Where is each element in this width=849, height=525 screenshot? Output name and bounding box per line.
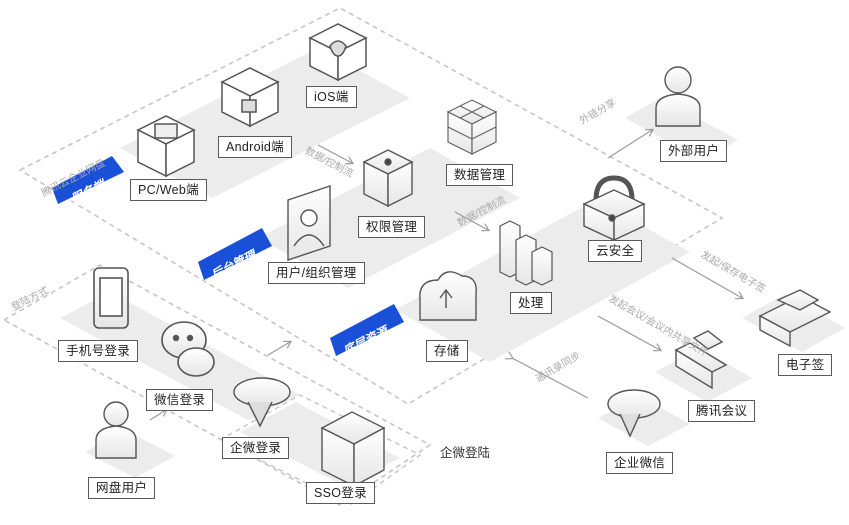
meeting-blocks-icon <box>674 330 728 390</box>
android-box-icon <box>220 67 280 128</box>
tag-service-bg <box>52 156 124 204</box>
process-bars-icon <box>499 220 553 286</box>
tencent-meeting-label: 腾讯会议 <box>688 400 756 422</box>
external-user-person-icon <box>655 66 701 127</box>
sso-key-icon <box>320 411 386 488</box>
perm-mgmt-cube-icon <box>362 149 414 208</box>
user-org-panel-icon <box>287 185 331 261</box>
wecom-login-label: 企微登录 <box>222 437 290 459</box>
android-label: Android端 <box>218 136 292 158</box>
connectors <box>149 130 742 421</box>
smartphone-icon <box>93 267 129 329</box>
wechat-bubbles-icon <box>161 321 215 377</box>
data-mgmt-label: 数据管理 <box>446 164 514 186</box>
pcweb-label: PC/Web端 <box>130 179 207 201</box>
wecom-login-icon <box>233 377 291 428</box>
storage-cloud-icon <box>419 271 477 321</box>
ios-box-icon <box>308 23 368 82</box>
netdisk-user-label: 网盘用户 <box>88 477 156 499</box>
sso-login-label: SSO登录 <box>306 482 375 504</box>
tag-backend-bg <box>198 228 272 280</box>
enterprise-netdisk-zone <box>18 7 724 405</box>
wechat-login-label: 微信登录 <box>146 389 214 411</box>
process-label: 处理 <box>510 292 552 314</box>
esign-stamp-icon <box>758 289 832 348</box>
wecom-icon <box>607 389 661 438</box>
pcweb-box-icon <box>136 115 196 178</box>
wecom-label: 企业微信 <box>606 452 674 474</box>
storage-label: 存储 <box>426 340 468 362</box>
data-mgmt-cube-icon <box>446 99 498 155</box>
ios-label: iOS端 <box>306 86 357 108</box>
phone-login-label: 手机号登录 <box>58 340 139 362</box>
esign-label: 电子签 <box>778 354 833 376</box>
perm-mgmt-label: 权限管理 <box>358 216 426 238</box>
external-user-label: 外部用户 <box>660 140 728 162</box>
cloud-sec-label: 云安全 <box>588 240 643 262</box>
user-org-label: 用户/组织管理 <box>268 262 365 284</box>
wecom-login-zone-label: 企微登陆 <box>440 446 491 460</box>
tag-infra-bg <box>330 304 404 356</box>
cloud-sec-padlock-icon <box>582 175 646 242</box>
netdisk-user-person-icon <box>95 401 137 459</box>
